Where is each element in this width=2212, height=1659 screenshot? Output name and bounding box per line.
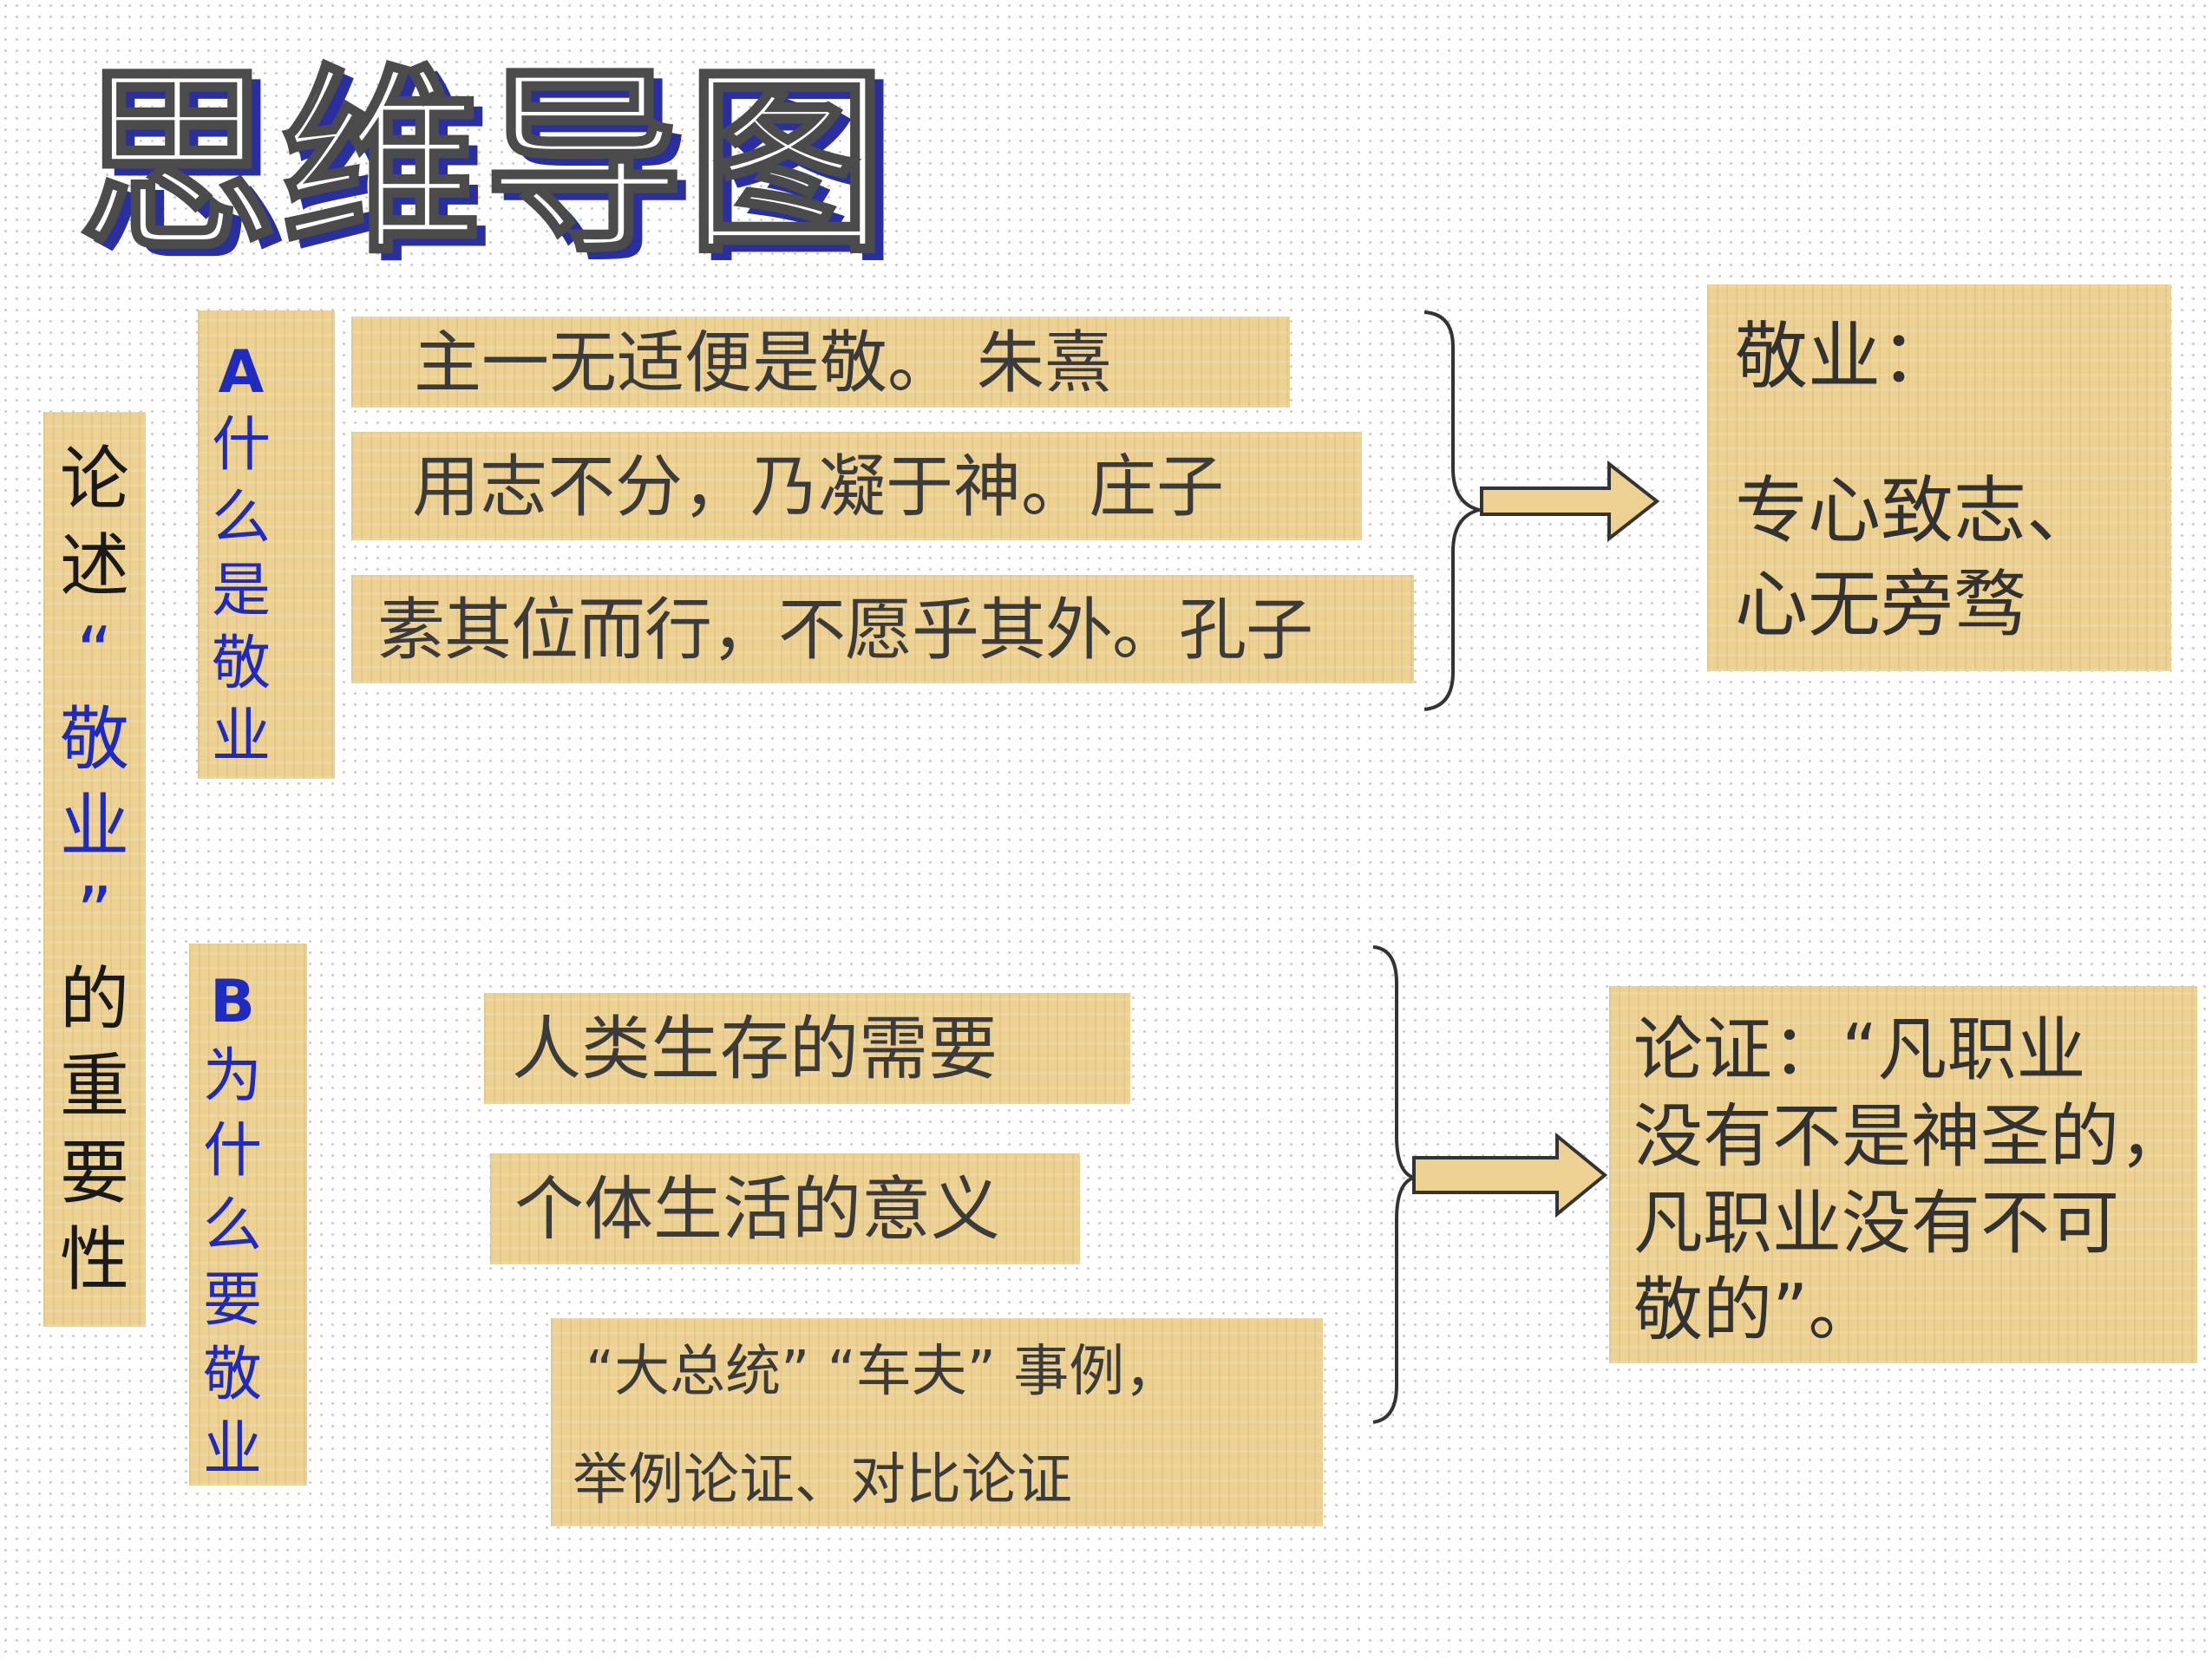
brace-a	[1423, 310, 1486, 711]
arrow-b-icon	[1412, 1132, 1608, 1218]
quote-box-kongzi: 素其位而行，不愿乎其外。孔子	[351, 575, 1414, 683]
example-box: “大总统” “车夫” 事例， 举例论证、对比论证	[551, 1318, 1323, 1526]
reason-meaning: 个体生活的意义	[514, 1169, 1000, 1250]
quote-kongzi: 素其位而行，不愿乎其外。孔子	[377, 591, 1313, 669]
quote-box-zhuxi: 主一无适便是敬。 朱熹	[351, 317, 1290, 408]
example-line-1: “大总统” “车夫” 事例，	[586, 1340, 1181, 1404]
section-a-label: A 什 么 是 敬 业	[211, 338, 271, 771]
page-title: 思维导图	[76, 49, 891, 280]
quote-zhuxi: 主一无适便是敬。 朱熹	[414, 324, 1112, 402]
reason-box-survival: 人类生存的需要	[484, 993, 1130, 1104]
reason-box-meaning: 个体生活的意义	[490, 1153, 1080, 1264]
conclusion-b-line-2: 没有不是神圣的，	[1633, 1096, 2189, 1177]
arrow-a-icon	[1480, 460, 1660, 543]
brace-b	[1372, 945, 1420, 1424]
conclusion-a-line-1: 专心致志、	[1735, 468, 2100, 553]
section-b-label-box: B 为 什 么 要 敬 业	[189, 944, 307, 1486]
conclusion-b-box: 论证：“凡职业 没有不是神圣的， 凡职业没有不可 敬的”。	[1609, 986, 2197, 1363]
main-topic-box: 论 述 “ 敬 业 ” 的 重 要 性	[43, 412, 146, 1327]
conclusion-a-box: 敬业： 专心致志、 心无旁骛	[1707, 284, 2171, 671]
quote-box-zhuangzi: 用志不分，乃凝于神。庄子	[351, 432, 1362, 540]
conclusion-b-line-4: 敬的”。	[1633, 1270, 1878, 1350]
example-line-2: 举例论证、对比论证	[573, 1448, 1072, 1512]
conclusion-b-line-3: 凡职业没有不可	[1633, 1183, 2119, 1264]
section-a-label-box: A 什 么 是 敬 业	[198, 310, 335, 779]
conclusion-a-heading: 敬业：	[1735, 314, 1954, 399]
quote-zhuangzi: 用志不分，乃凝于神。庄子	[412, 448, 1225, 526]
conclusion-a-line-2: 心无旁骛	[1735, 562, 2027, 647]
section-b-label: B 为 什 么 要 敬 业	[202, 968, 262, 1484]
main-topic-text: 论 述 “ 敬 业 ” 的 重 要 性	[60, 439, 129, 1300]
conclusion-b-line-1: 论证：“凡职业	[1633, 1009, 2086, 1090]
reason-survival: 人类生存的需要	[512, 1009, 998, 1089]
